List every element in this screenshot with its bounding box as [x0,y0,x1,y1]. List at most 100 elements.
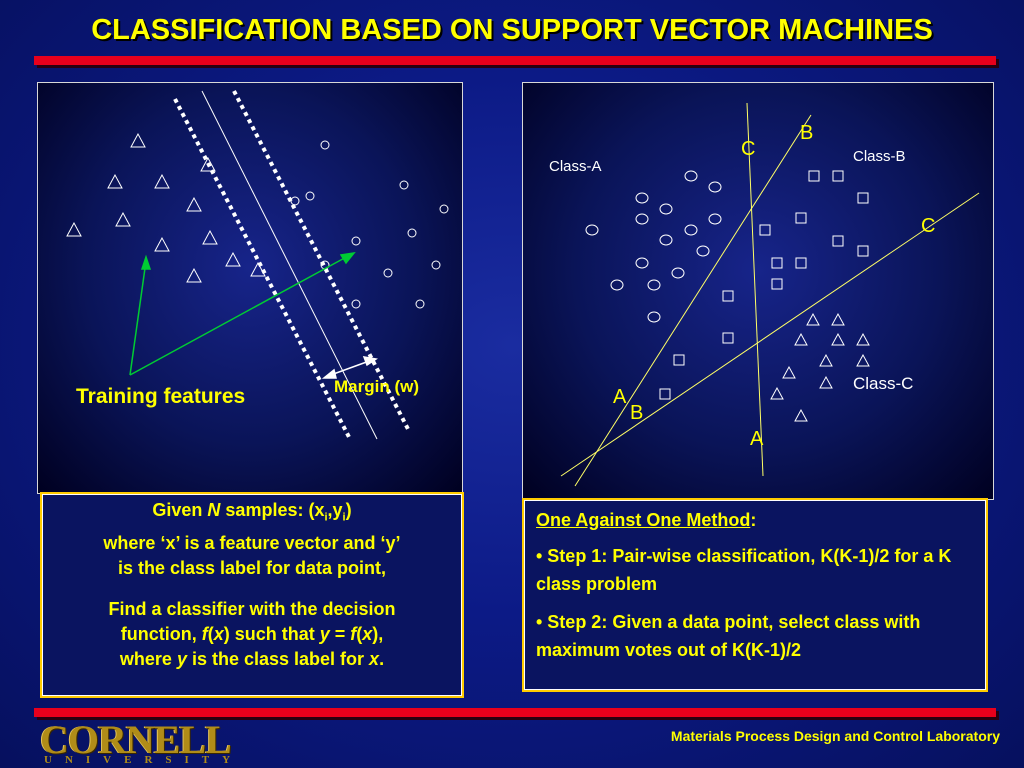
svm-margin-diagram: Training features Margin (w) [66,90,449,440]
circle-point [671,267,685,279]
function-line: function, f(x) such that y = f(x), [120,623,384,644]
svm-margin-panel: Training features Margin (w) [37,82,463,494]
square-point [795,257,807,269]
square-point [759,224,771,236]
arrowhead-icon [339,251,356,265]
lab-name-footer: Materials Process Design and Control Lab… [670,728,1000,744]
pairwise-separators [560,102,980,487]
square-point [857,192,869,204]
circle-point [635,257,649,269]
circle-point [708,213,722,225]
triangle-point [831,332,845,346]
margin-arrow [321,356,378,379]
triangle-point [782,365,796,379]
square-point [771,257,783,269]
circle-point [659,234,673,246]
circle-point [320,140,330,150]
circle-point [684,170,698,182]
arrowhead-icon [321,368,337,379]
arrowhead-icon [140,254,152,270]
line-label-a-left: A [613,386,627,408]
bottom-accent-bar [34,708,996,717]
triangle-point [115,211,131,227]
triangle-point [186,267,202,283]
class-label-line: is the class label for data point, [117,557,387,578]
multiclass-diagram: Class-A Class-B Class-C B C C A B A [549,102,980,487]
class-b-points [659,170,869,400]
triangle-point [819,353,833,367]
triangle-point [154,173,170,189]
triangle-point [856,332,870,346]
triangle-point [794,332,808,346]
circle-point [351,236,361,246]
training-features-label: Training features [76,385,245,408]
triangle-point [250,261,266,277]
square-point [722,290,734,302]
circle-point [635,213,649,225]
circle-point [647,311,661,323]
circle-point [696,245,710,257]
triangle-point [154,236,170,252]
class-a-label: Class-A [549,158,602,175]
square-point [659,388,671,400]
line-label-b-top: B [800,122,813,144]
triangle-point [831,312,845,326]
triangle-point [66,221,82,237]
margin-label: Margin (w) [334,377,419,396]
class-triangle-points [66,132,266,283]
line-label-c-top: C [741,138,755,160]
arrow-to-circle [129,254,351,376]
circle-point [290,196,300,206]
square-point [795,212,807,224]
class-circle-points [290,140,449,309]
circle-point [647,279,661,291]
triangle-point [130,132,146,148]
arrowhead-icon [362,356,378,367]
circle-point [415,299,425,309]
triangle-point [225,251,241,267]
circle-point [585,224,599,236]
circle-point [399,180,409,190]
method-step-2: • Step 2: Given a data point, select cla… [536,612,921,660]
square-point [673,354,685,366]
method-step-1: • Step 1: Pair-wise classification, K(K-… [536,546,952,594]
triangle-point [856,353,870,367]
triangle-point [107,173,123,189]
where-y-line: where y is the class label for x. [119,648,385,669]
circle-point [431,260,441,270]
problem-statement-box: Given N samples: (xi,yi) where ‘x’ is a … [40,492,464,698]
training-feature-arrows [129,251,356,376]
triangle-point [806,312,820,326]
given-line: Given N samples: (xi,yi) [152,500,352,524]
square-point [832,170,844,182]
triangle-point [200,156,216,172]
triangle-point [202,229,218,245]
triangle-point [186,196,202,212]
separator-b-line [574,114,812,487]
circle-point [635,192,649,204]
circle-point [439,204,449,214]
class-c-label: Class-C [853,374,913,393]
triangle-point [794,408,808,422]
slide-title: CLASSIFICATION BASED ON SUPPORT VECTOR M… [91,14,933,46]
class-b-label: Class-B [853,148,906,165]
top-accent-bar [34,56,996,65]
where-line: where ‘x’ is a feature vector and ‘y’ [103,532,401,553]
circle-point [708,181,722,193]
circle-point [659,203,673,215]
square-point [808,170,820,182]
line-label-a-bottom: A [750,428,764,450]
separator-a-line [746,102,764,477]
circle-point [351,299,361,309]
separator-c-line [560,192,980,477]
circle-point [383,268,393,278]
find-classifier-line: Find a classifier with the decision [108,598,396,619]
line-label-c-right: C [921,215,935,237]
circle-point [407,228,417,238]
method-box: One Against One Method: • Step 1: Pair-w… [522,498,988,692]
square-point [857,245,869,257]
method-heading: One Against One Method: [536,510,757,530]
square-point [832,235,844,247]
class-a-points [585,170,722,323]
cornell-logo: CORNELL UNIVERSITY [40,717,244,766]
